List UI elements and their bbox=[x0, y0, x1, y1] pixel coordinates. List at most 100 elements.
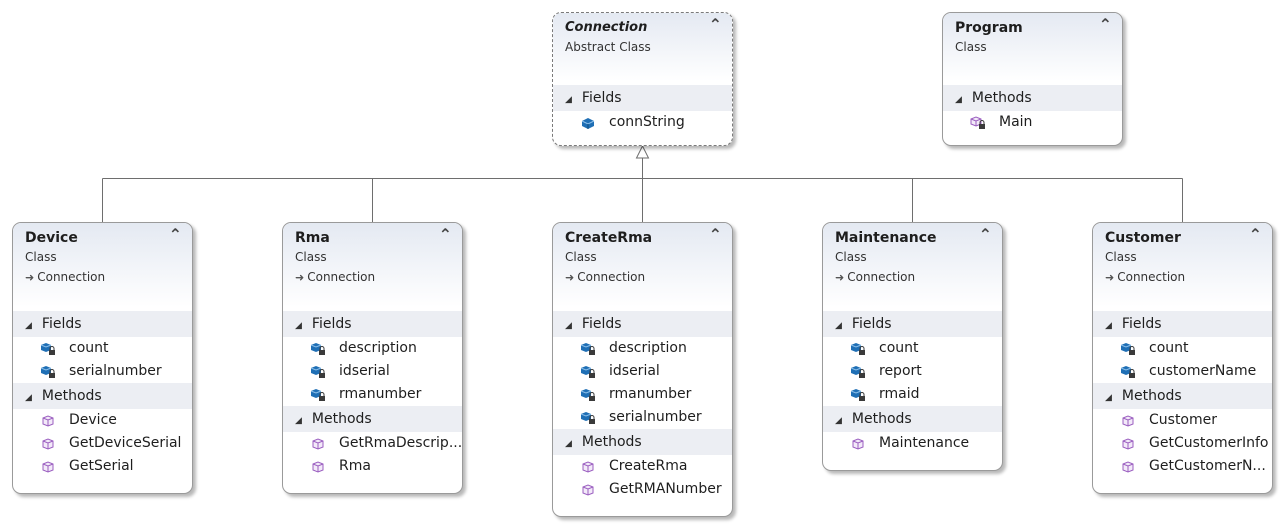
member-method[interactable]: GetRMANumber bbox=[553, 478, 732, 501]
section-header-methods[interactable]: ◢Methods bbox=[283, 406, 462, 432]
member-field[interactable]: rmanumber bbox=[553, 383, 732, 406]
section-header-fields[interactable]: ◢Fields bbox=[1093, 311, 1272, 337]
collapse-chevron-icon[interactable]: ⌃︎ bbox=[708, 225, 722, 244]
field-private-icon bbox=[580, 365, 595, 378]
class-createrma[interactable]: CreateRma Class ➜Connection ⌃︎ ◢Fields d… bbox=[552, 222, 733, 517]
collapse-chevron-icon[interactable]: ⌃︎ bbox=[438, 225, 452, 244]
expand-triangle-icon: ◢ bbox=[835, 416, 842, 426]
member-field[interactable]: description bbox=[553, 337, 732, 360]
member-method[interactable]: Device bbox=[13, 409, 192, 432]
field-private-icon bbox=[580, 388, 595, 401]
base-class-label: ➜Connection bbox=[565, 270, 646, 284]
member-method[interactable]: GetCustomerInfo bbox=[1093, 432, 1272, 455]
section-header-fields[interactable]: ◢Fields bbox=[553, 311, 732, 337]
member-field[interactable]: serialnumber bbox=[13, 360, 192, 383]
inherits-arrow-icon: ➜ bbox=[25, 271, 35, 284]
expand-triangle-icon: ◢ bbox=[835, 321, 842, 331]
class-program[interactable]: Program Class ⌃︎ ◢Methods Main bbox=[942, 12, 1123, 146]
expand-triangle-icon: ◢ bbox=[565, 321, 572, 331]
section-header-fields[interactable]: ◢Fields bbox=[553, 85, 732, 111]
member-method[interactable]: Main bbox=[943, 111, 1122, 134]
inherits-arrow-icon: ➜ bbox=[835, 271, 845, 284]
member-field[interactable]: serialnumber bbox=[553, 406, 732, 429]
inherits-arrow-icon: ➜ bbox=[565, 271, 575, 284]
field-private-icon bbox=[310, 388, 325, 401]
method-icon bbox=[42, 414, 54, 427]
expand-triangle-icon: ◢ bbox=[1105, 393, 1112, 403]
expand-triangle-icon: ◢ bbox=[25, 393, 32, 403]
member-method[interactable]: Maintenance bbox=[823, 432, 1002, 455]
member-method[interactable]: CreateRma bbox=[553, 455, 732, 478]
class-name: Program bbox=[955, 20, 1023, 36]
member-field[interactable]: count bbox=[823, 337, 1002, 360]
class-rma[interactable]: Rma Class ➜Connection ⌃︎ ◢Fields descrip… bbox=[282, 222, 463, 494]
member-field[interactable]: count bbox=[13, 337, 192, 360]
base-class-label: ➜Connection bbox=[835, 270, 916, 284]
class-header: Maintenance Class ➜Connection ⌃︎ bbox=[823, 223, 1002, 307]
class-stereotype: Class bbox=[835, 250, 867, 264]
method-private-icon bbox=[970, 115, 985, 129]
section-header-fields[interactable]: ◢Fields bbox=[13, 311, 192, 337]
section-header-methods[interactable]: ◢Methods bbox=[13, 383, 192, 409]
class-device[interactable]: Device Class ➜Connection ⌃︎ ◢Fields coun… bbox=[12, 222, 193, 494]
member-method[interactable]: Customer bbox=[1093, 409, 1272, 432]
collapse-chevron-icon[interactable]: ⌃︎ bbox=[1248, 225, 1262, 244]
method-icon bbox=[42, 437, 54, 450]
base-class-label: ➜Connection bbox=[295, 270, 376, 284]
member-method[interactable]: GetCustomerN... bbox=[1093, 455, 1272, 478]
expand-triangle-icon: ◢ bbox=[1105, 321, 1112, 331]
method-icon bbox=[852, 437, 864, 450]
section-header-methods[interactable]: ◢Methods bbox=[1093, 383, 1272, 409]
member-method[interactable]: GetRmaDescrip... bbox=[283, 432, 462, 455]
member-method[interactable]: Rma bbox=[283, 455, 462, 478]
field-private-icon bbox=[310, 365, 325, 378]
collapse-chevron-icon[interactable]: ⌃︎ bbox=[708, 15, 722, 34]
collapse-chevron-icon[interactable]: ⌃︎ bbox=[168, 225, 182, 244]
method-icon bbox=[312, 437, 324, 450]
class-name: Maintenance bbox=[835, 230, 937, 246]
section-header-methods[interactable]: ◢Methods bbox=[943, 85, 1122, 111]
member-field[interactable]: description bbox=[283, 337, 462, 360]
field-private-icon bbox=[850, 388, 865, 401]
section-header-methods[interactable]: ◢Methods bbox=[823, 406, 1002, 432]
class-header: Connection Abstract Class ⌃︎ bbox=[553, 13, 732, 81]
class-customer[interactable]: Customer Class ➜Connection ⌃︎ ◢Fields co… bbox=[1092, 222, 1273, 494]
field-private-icon bbox=[1120, 365, 1135, 378]
field-private-icon bbox=[1120, 342, 1135, 355]
method-icon bbox=[582, 483, 594, 496]
section-header-fields[interactable]: ◢Fields bbox=[283, 311, 462, 337]
member-field[interactable]: connString bbox=[553, 111, 732, 134]
member-field[interactable]: rmaid bbox=[823, 383, 1002, 406]
member-field[interactable]: report bbox=[823, 360, 1002, 383]
class-name: Customer bbox=[1105, 230, 1181, 246]
member-field[interactable]: idserial bbox=[553, 360, 732, 383]
expand-triangle-icon: ◢ bbox=[955, 95, 962, 105]
member-method[interactable]: GetSerial bbox=[13, 455, 192, 478]
section-header-methods[interactable]: ◢Methods bbox=[553, 429, 732, 455]
expand-triangle-icon: ◢ bbox=[565, 95, 572, 105]
member-field[interactable]: idserial bbox=[283, 360, 462, 383]
class-stereotype: Class bbox=[565, 250, 597, 264]
field-private-icon bbox=[580, 342, 595, 355]
method-icon bbox=[1122, 414, 1134, 427]
class-name: Connection bbox=[565, 20, 648, 35]
class-maintenance[interactable]: Maintenance Class ➜Connection ⌃︎ ◢Fields… bbox=[822, 222, 1003, 471]
collapse-chevron-icon[interactable]: ⌃︎ bbox=[1098, 15, 1112, 34]
inherits-arrow-icon: ➜ bbox=[295, 271, 305, 284]
member-method[interactable]: GetDeviceSerial bbox=[13, 432, 192, 455]
member-field[interactable]: count bbox=[1093, 337, 1272, 360]
field-private-icon bbox=[850, 365, 865, 378]
class-stereotype: Class bbox=[25, 250, 57, 264]
field-private-icon bbox=[40, 365, 55, 378]
collapse-chevron-icon[interactable]: ⌃︎ bbox=[978, 225, 992, 244]
member-field[interactable]: rmanumber bbox=[283, 383, 462, 406]
member-field[interactable]: customerName bbox=[1093, 360, 1272, 383]
method-icon bbox=[1122, 460, 1134, 473]
class-stereotype: Abstract Class bbox=[565, 40, 651, 54]
section-header-fields[interactable]: ◢Fields bbox=[823, 311, 1002, 337]
field-public-icon bbox=[581, 117, 595, 129]
method-icon bbox=[312, 460, 324, 473]
class-connection[interactable]: Connection Abstract Class ⌃︎ ◢Fields con… bbox=[552, 12, 733, 146]
class-header: Customer Class ➜Connection ⌃︎ bbox=[1093, 223, 1272, 307]
